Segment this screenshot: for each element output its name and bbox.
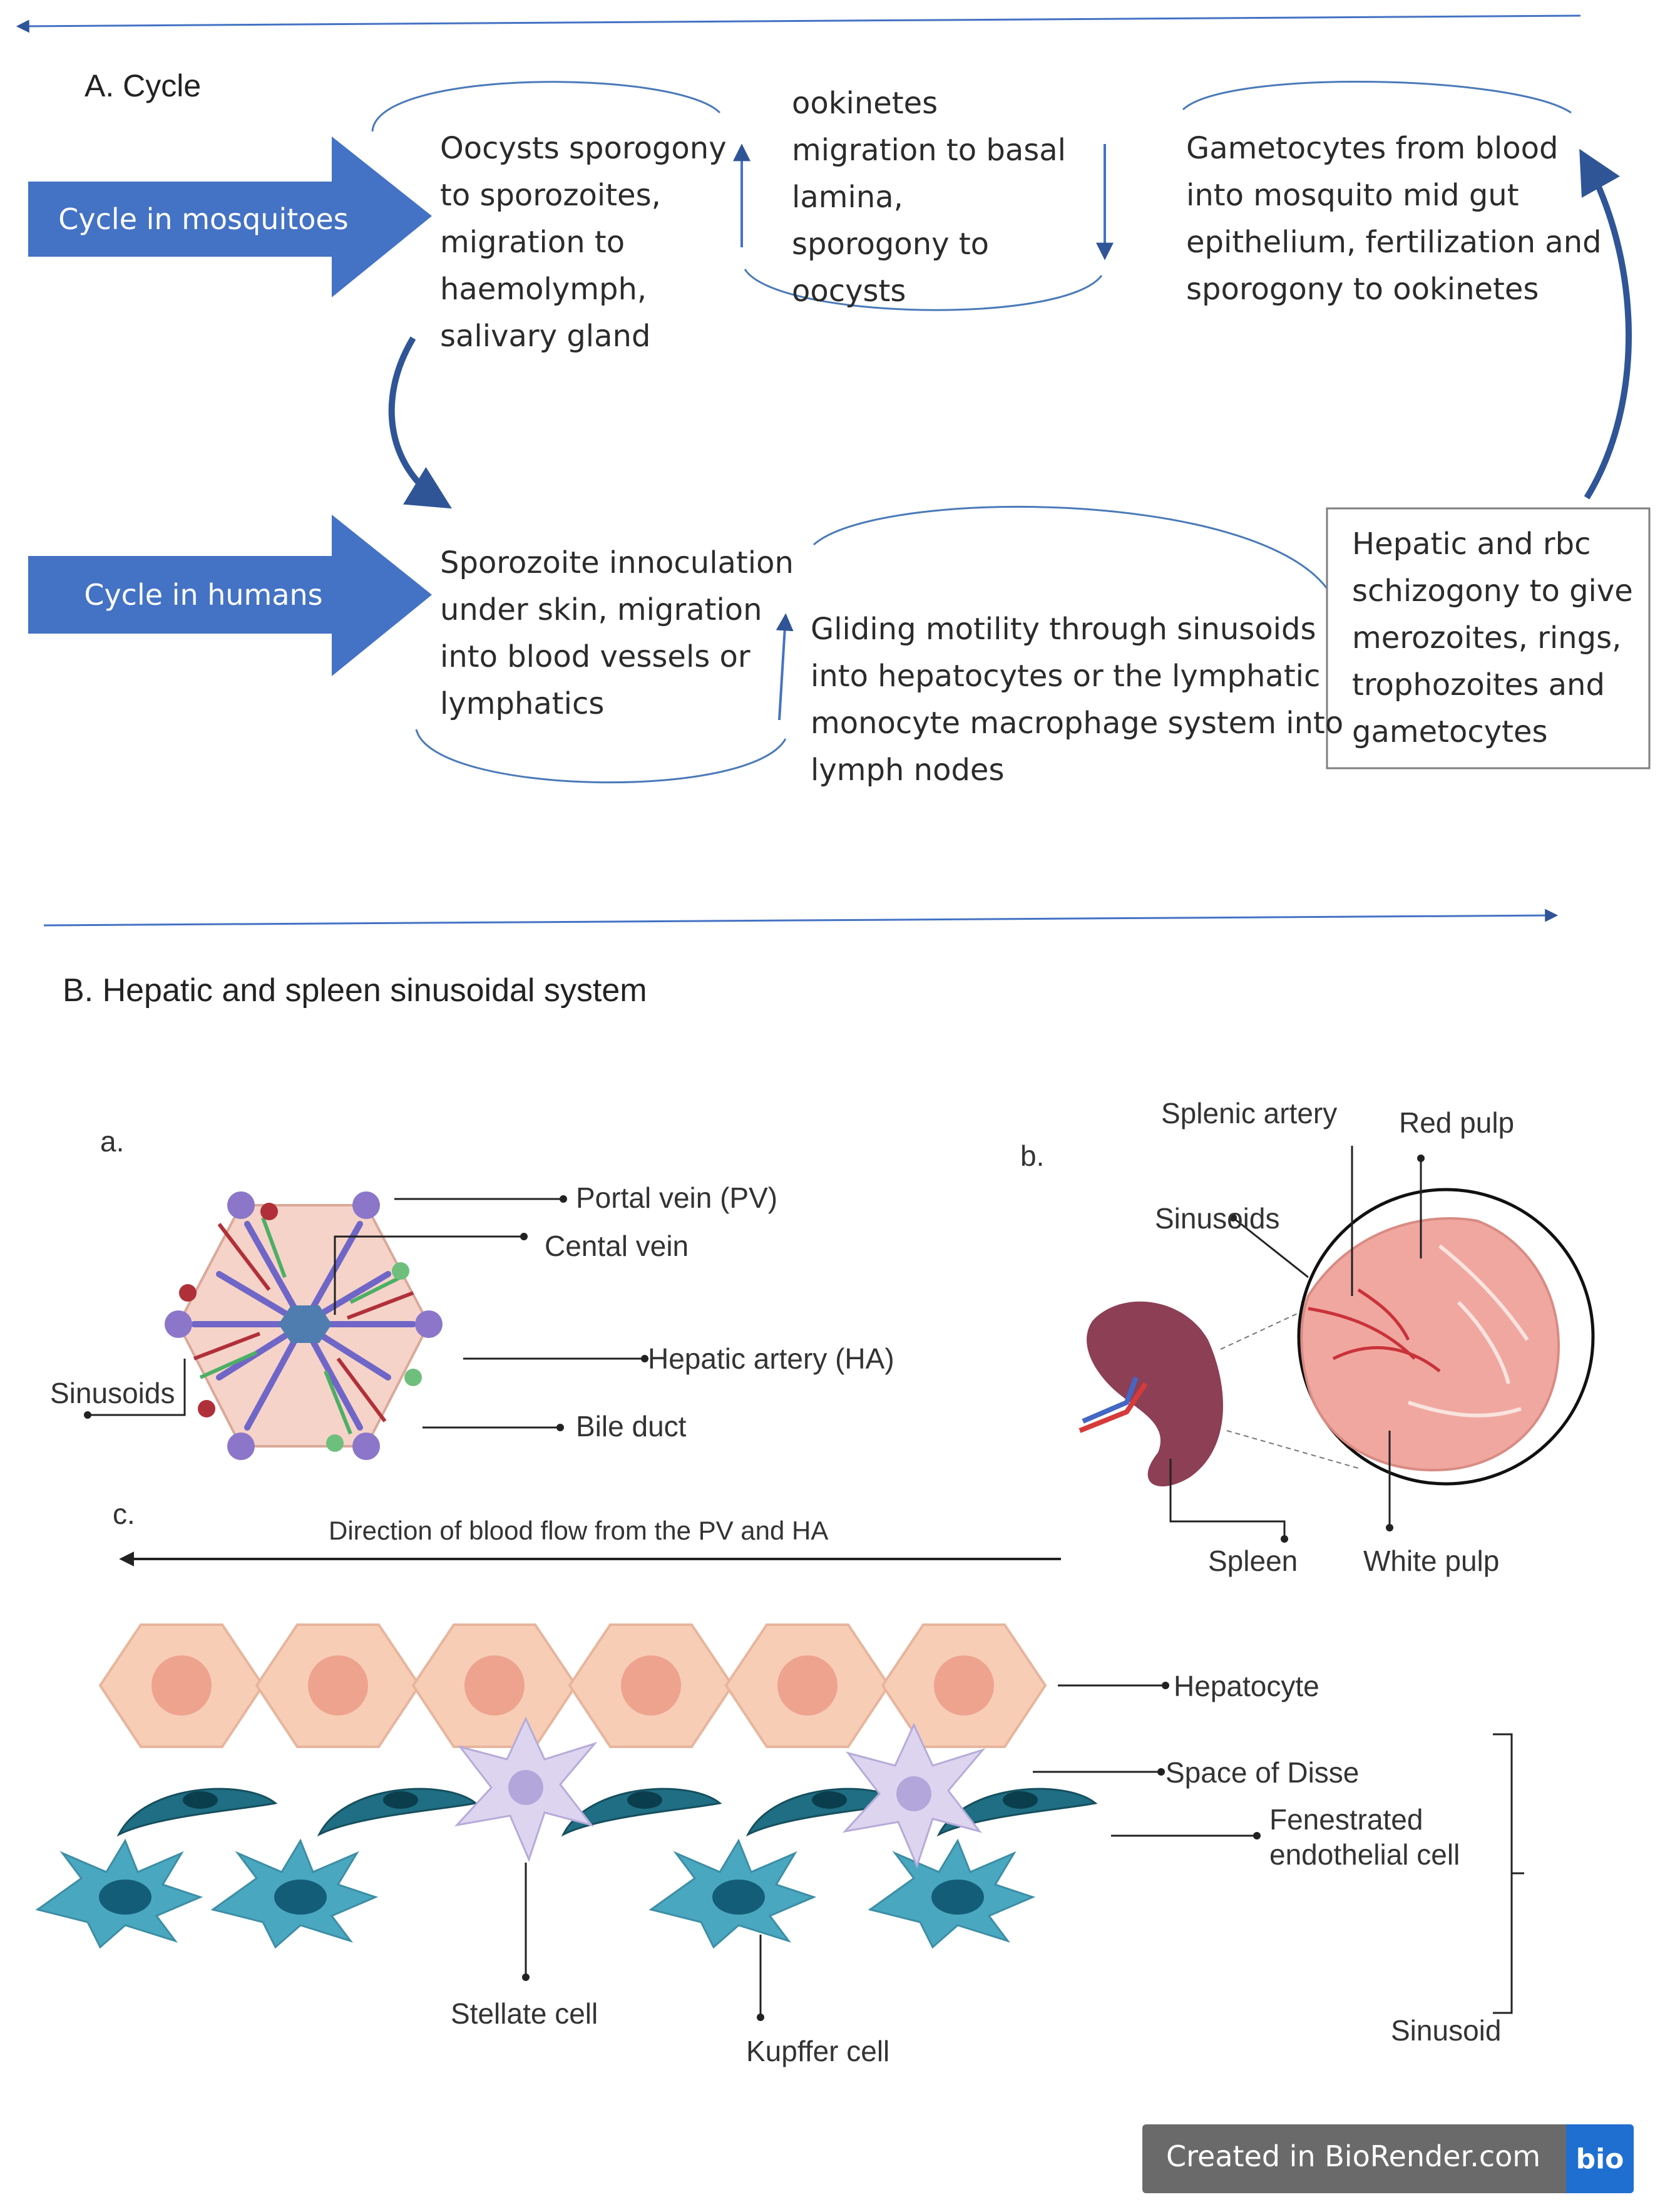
cycle-curve [744,269,1103,311]
hepatic-schizogony-box [1326,507,1651,769]
top-flow-arrow [16,14,1581,33]
spleen-label: Spleen [1208,1545,1298,1577]
endothelial-row [116,1788,1098,1837]
leader-dots [1229,1155,1425,1543]
kupffer-row [35,1838,1036,1949]
gametocytes-step-text: Gametocytes from blood into mosquito mid… [1186,131,1602,307]
splenic-vessels [1078,1376,1148,1433]
stellate-cell [454,1716,598,1863]
ookinetes-step-text: ookinetes migration to basal lamina, spo… [792,86,1066,309]
red-pulp-label: Red pulp [1399,1106,1515,1139]
endothelial-cell [317,1788,478,1837]
leader-lines [525,1684,1524,2016]
leader-dots [522,1682,1261,2021]
sinusoid-illustration [35,1551,1524,2021]
fenestrated-endothelial-label: Fenestrated endothelial cell [1269,1803,1460,1871]
blood-flow-label: Direction of blood flow from the PV and … [329,1516,829,1545]
hepatic-schizogony-text: Hepatic and rbc schizogony to give meroz… [1352,527,1633,749]
portal-triads [165,1191,443,1460]
human-block-arrow [28,515,432,676]
kupffer-cell [210,1838,379,1949]
red-pulp-vessels [1308,1288,1441,1372]
up-arrow [776,613,794,721]
hepatocyte-cell [255,1623,421,1748]
leader-dots [84,1195,648,1431]
kupffer-cell [35,1838,203,1949]
hepatocyte-cell [98,1623,265,1748]
biorender-badge[interactable]: Created in BioRender.com bio [1142,2124,1634,2193]
section-a-diagram [16,14,1651,927]
endothelial-cell [116,1788,278,1837]
central-vein [279,1305,332,1343]
spleen-sinusoids-label: Sinusoids [1155,1202,1280,1235]
bile-duct-label: Bile duct [576,1410,687,1443]
kupffer-cell-label: Kupffer cell [746,2035,890,2067]
biorender-credit-text: Created in BioRender.com [1166,2139,1541,2173]
white-pulp-label: White pulp [1363,1545,1500,1577]
oocysts-step-text: Oocysts sporogony to sporozoites, migrat… [440,131,727,354]
cycle-curve [1182,80,1572,114]
endothelial-cell [936,1788,1098,1837]
human-cycle-label: Cycle in humans [84,578,323,612]
biorender-logo-icon: bio [1566,2124,1634,2193]
hepatic-arterioles [193,1223,414,1422]
hepatocyte-cell [568,1623,734,1748]
leader-lines [1169,1146,1422,1537]
hepatocyte-row [98,1623,1047,1748]
hepatocyte-label: Hepatocyte [1174,1670,1319,1702]
mosquito-cycle-label: Cycle in mosquitoes [58,202,349,236]
bottom-flow-arrow [43,908,1559,927]
portal-vein-label: Portal vein (PV) [576,1181,778,1214]
spleen-organ [1087,1301,1223,1487]
mosquito-block-arrow [28,136,432,297]
hepatocyte-cell [724,1623,891,1748]
panel-c-letter: c. [113,1498,135,1530]
hepatocyte-cell [881,1623,1047,1748]
lobule-sinusoids-label: Sinusoids [50,1377,175,1409]
section-b-diagram [35,1146,1595,2021]
section-b-heading: B. Hepatic and spleen sinusoidal system [63,972,647,1009]
hepatocyte-cell [411,1623,578,1748]
cycle-curve [812,505,1328,589]
white-pulp-strands [1408,1244,1529,1417]
splenic-artery-label: Splenic artery [1161,1097,1338,1129]
spleen-illustration [1078,1146,1595,1543]
stellate-cell [842,1722,986,1869]
hepatic-artery-label: Hepatic artery (HA) [648,1342,894,1375]
space-of-disse-label: Space of Disse [1166,1756,1360,1789]
section-a-heading: A. Cycle [85,68,202,103]
stellate-cell-label: Stellate cell [451,1997,598,2030]
curved-return-arrow [1579,148,1632,500]
liver-lobule [84,1191,648,1460]
central-vein-label: Cental vein [545,1230,689,1262]
kupffer-cell [648,1838,817,1949]
endothelial-cell [561,1788,722,1837]
curved-return-arrow [388,336,452,509]
cycle-curve [371,81,721,132]
stellate-row [454,1716,986,1869]
leader-lines [88,1198,642,1429]
sporozoite-step-text: Sporozoite innoculation under skin, migr… [440,545,794,721]
spleen-tissue-section [1300,1217,1560,1471]
panel-a-letter: a. [100,1125,125,1158]
panel-b-letter: b. [1020,1139,1045,1172]
bile-ductules [199,1217,402,1435]
cycle-curve [415,729,787,784]
gliding-step-text: Gliding motility through sinusoids into … [811,612,1344,788]
sinusoid-label: Sinusoid [1391,2014,1502,2047]
kupffer-cell [868,1838,1036,1949]
